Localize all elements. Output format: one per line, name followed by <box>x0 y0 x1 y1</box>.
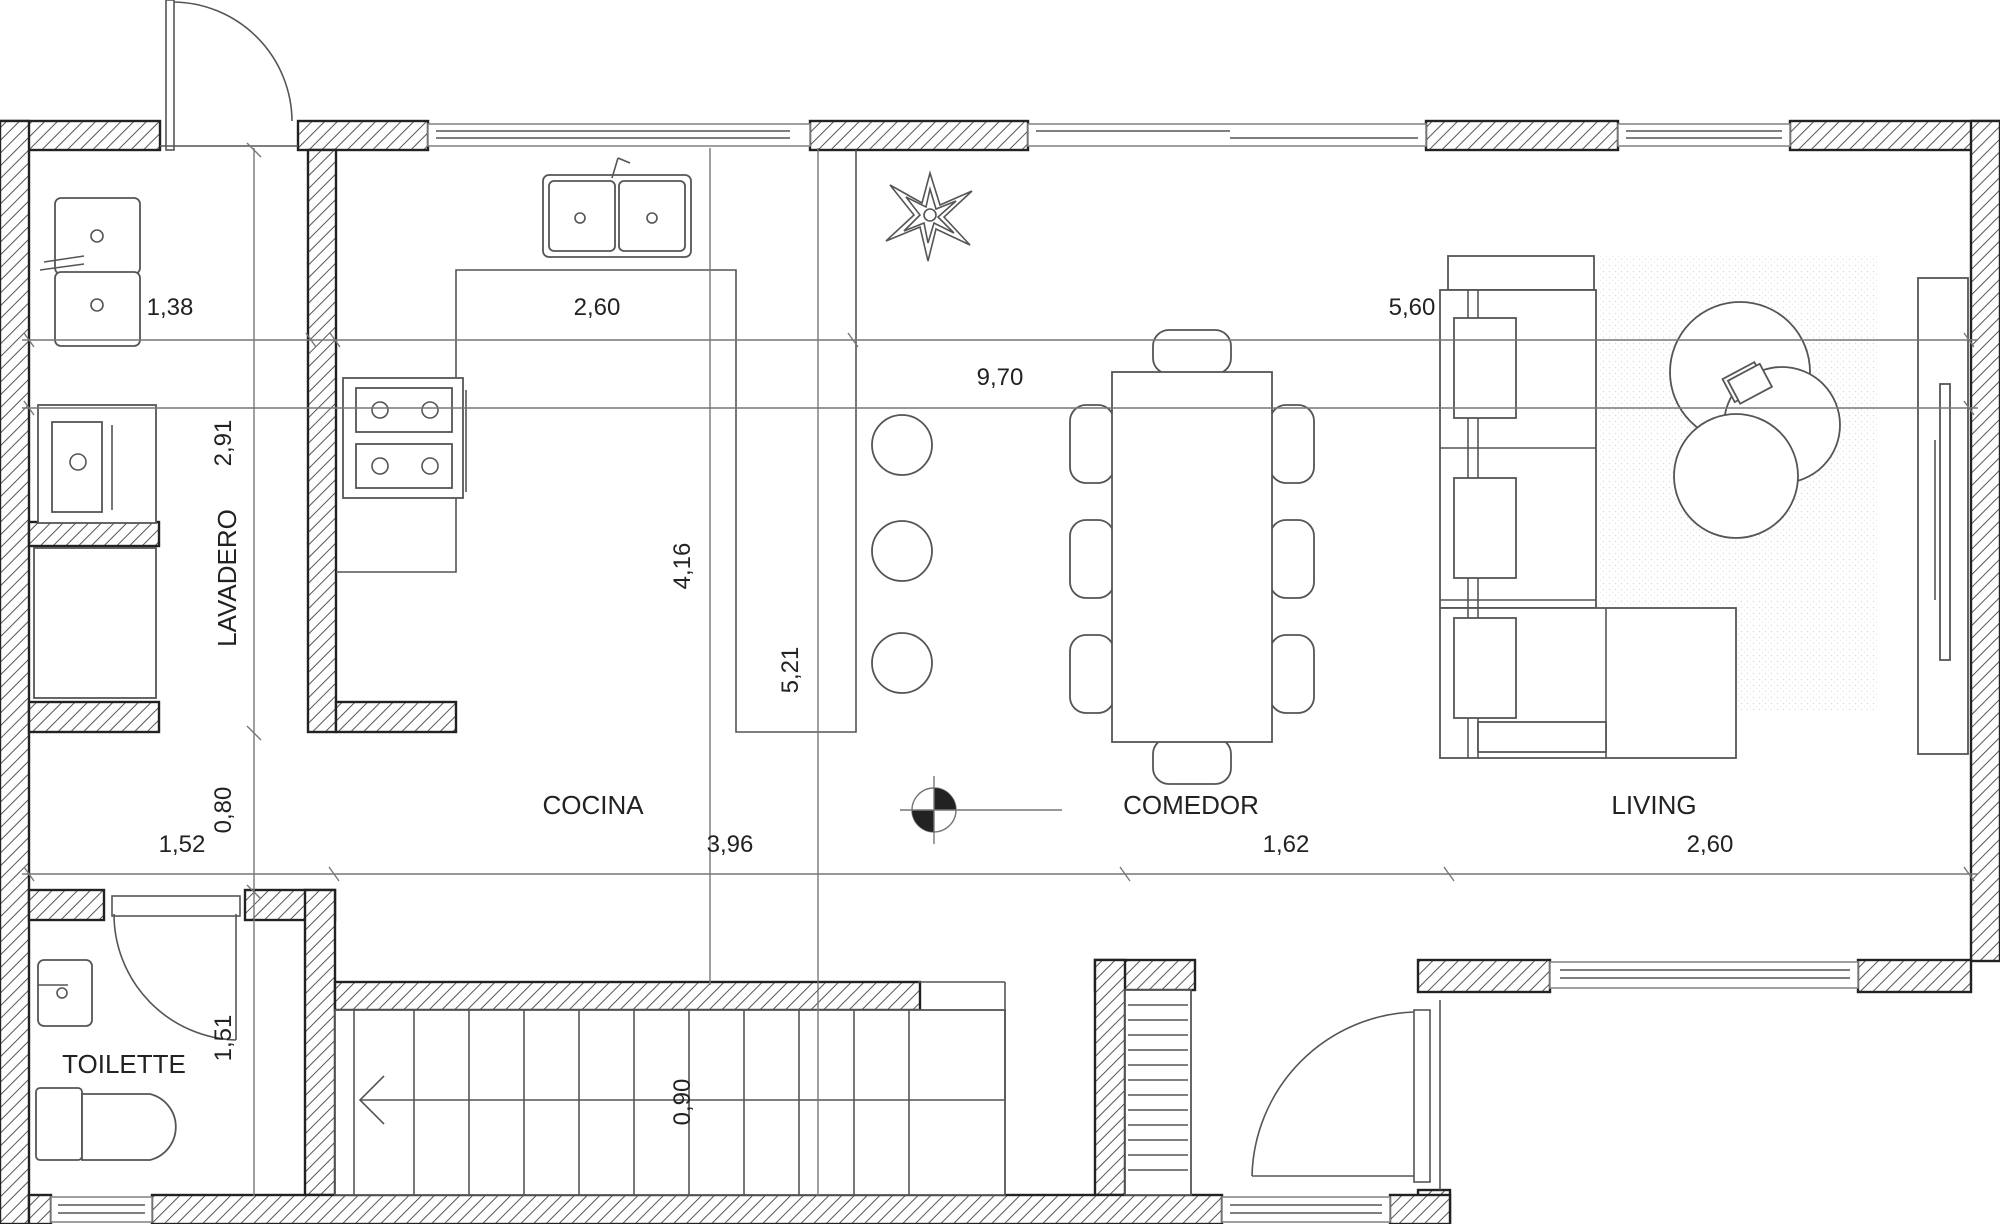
entrance-door <box>1251 1000 1441 1190</box>
dimension-label: 1,52 <box>159 831 206 858</box>
partition-wall <box>334 700 458 734</box>
laundry-sink <box>39 197 141 347</box>
toilette-wall <box>27 888 106 922</box>
washbasin <box>37 959 93 1027</box>
right-wall <box>1969 119 2000 963</box>
dining-table <box>1111 371 1273 743</box>
plant <box>885 170 973 262</box>
dimension-label: 5,21 <box>777 647 804 694</box>
dimension-label: 2,60 <box>574 294 621 321</box>
stair-down-flight <box>1124 989 1192 1196</box>
window <box>1617 123 1791 147</box>
kitchen-sink <box>542 157 692 258</box>
chair <box>1069 404 1115 484</box>
staircase <box>334 981 1006 1196</box>
bar-stools <box>871 414 933 694</box>
room-label-comedor: COMEDOR <box>1123 790 1259 820</box>
entrance-wall <box>1416 958 1552 994</box>
tv-console <box>1917 277 1969 755</box>
dimension-labels: 1,38 2,60 5,60 9,70 2,91 4,16 5,21 0,80 … <box>147 294 1734 1125</box>
chair <box>1269 634 1315 714</box>
closet-shelving <box>33 547 157 699</box>
room-label-living: LIVING <box>1611 790 1696 820</box>
exterior-door <box>160 0 298 151</box>
dimension-label: 2,91 <box>210 420 237 467</box>
washing-machine <box>37 404 157 524</box>
sofa <box>1439 255 1737 759</box>
coffee-tables <box>1669 301 1841 539</box>
top-wall-segment <box>1788 119 2000 152</box>
window <box>427 123 811 147</box>
chair <box>1069 519 1115 599</box>
chair <box>1152 737 1232 785</box>
top-wall-segment <box>1424 119 1620 152</box>
cooktop <box>342 377 467 499</box>
chair <box>1152 329 1232 375</box>
dimension-label: 5,60 <box>1389 294 1436 321</box>
dimension-label: 1,62 <box>1263 831 1310 858</box>
stool <box>871 414 933 476</box>
dining-set <box>1069 329 1315 785</box>
toilette-door <box>111 895 241 1041</box>
bottom-wall-segment <box>27 1193 53 1224</box>
window <box>1221 1196 1391 1223</box>
dimension-label: 4,16 <box>669 543 696 590</box>
dimension-label: 1,51 <box>210 1015 237 1062</box>
window <box>50 1196 153 1223</box>
dimension-label: 0,90 <box>669 1079 696 1126</box>
window <box>1027 123 1427 147</box>
room-label-toilette: TOILETTE <box>62 1049 186 1079</box>
dimension-ticks <box>23 142 1975 900</box>
doors <box>111 0 1441 1190</box>
room-label-cocina: COCINA <box>542 790 644 820</box>
top-wall-segment <box>808 119 1030 152</box>
stair-wall <box>1093 958 1127 1197</box>
toilet <box>35 1087 177 1161</box>
stool <box>871 520 933 582</box>
dimension-label: 2,60 <box>1687 831 1734 858</box>
bottom-wall-segment <box>1388 1193 1452 1224</box>
left-wall <box>0 119 31 1224</box>
top-wall-segment <box>296 119 430 152</box>
chair <box>1069 634 1115 714</box>
entrance-wall <box>1856 958 1973 994</box>
dimension-label: 9,70 <box>977 364 1024 391</box>
toilette-fixtures <box>35 959 177 1161</box>
kitchen-counter <box>336 150 857 733</box>
toilette-wall <box>303 888 337 1197</box>
chair <box>1269 519 1315 599</box>
chair <box>1269 404 1315 484</box>
room-labels: LAVADERO COCINA COMEDOR LIVING TOILETTE <box>62 509 1697 1079</box>
window <box>1549 961 1859 989</box>
dimension-label: 1,38 <box>147 294 194 321</box>
room-label-lavadero: LAVADERO <box>212 509 242 647</box>
dimension-label: 3,96 <box>707 831 754 858</box>
stool <box>871 632 933 694</box>
windows <box>50 123 1859 1223</box>
walls <box>0 119 2000 1224</box>
dimension-lines <box>22 142 1978 1196</box>
partition-wall <box>306 148 338 734</box>
closet-wall <box>27 520 161 548</box>
stair-wall <box>333 980 922 1012</box>
living-area <box>1439 255 1969 759</box>
bottom-wall-segment <box>150 1193 1224 1224</box>
closet-wall <box>27 700 161 734</box>
dimension-label: 0,80 <box>210 787 237 834</box>
